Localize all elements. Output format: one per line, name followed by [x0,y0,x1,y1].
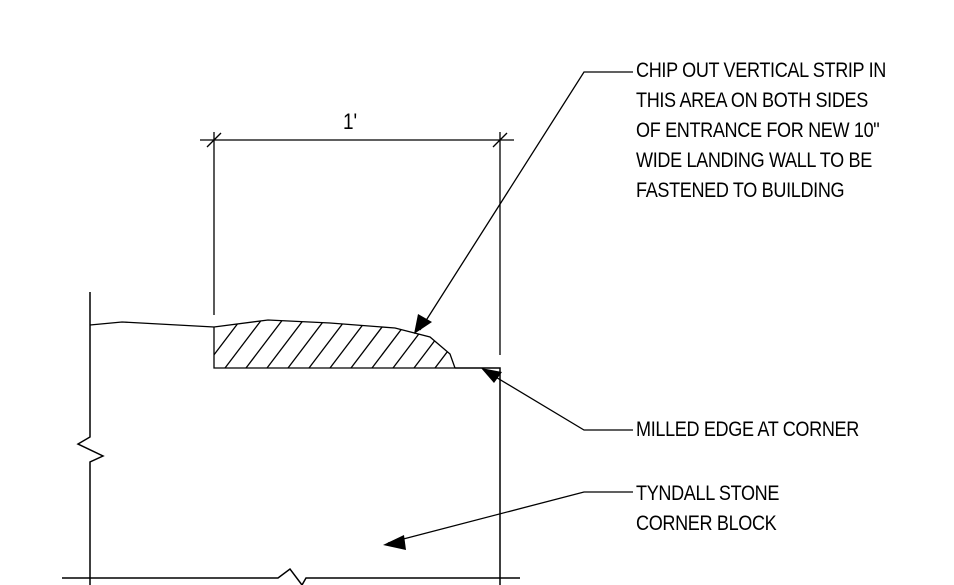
tyndall-arrowhead [383,535,406,550]
tyndall-note-line: CORNER BLOCK [636,512,777,535]
stone-top-edge [89,319,456,369]
milled-edge-note: MILLED EDGE AT CORNER [636,415,859,445]
corner-block-outline [455,367,501,585]
chip-out-hatch-outline [213,327,455,369]
chip-out-note-line: OF ENTRANCE FOR NEW 10" [636,119,880,142]
tyndall-stone-note: TYNDALL STONE CORNER BLOCK [636,479,779,539]
milled-edge-note-line: MILLED EDGE AT CORNER [636,418,859,441]
bottom-break-line [62,567,520,585]
chip-out-note-line: FASTENED TO BUILDING [636,179,845,202]
milled-edge-leader [483,369,633,431]
chip-out-note: CHIP OUT VERTICAL STRIP IN THIS AREA ON … [636,56,886,206]
left-wall-line [76,292,105,585]
dimension-label: 1' [343,109,358,134]
tyndall-leader [387,491,633,544]
tyndall-note-line: TYNDALL STONE [636,482,780,505]
milled-edge-arrowhead [481,368,502,383]
dimension-1ft [200,132,514,355]
chip-out-leader [419,71,633,331]
chip-out-arrowhead [414,314,432,334]
chip-out-note-line: THIS AREA ON BOTH SIDES [636,89,868,112]
chip-out-note-line: WIDE LANDING WALL TO BE [636,149,872,172]
chip-out-hatch [214,320,455,368]
chip-out-note-line: CHIP OUT VERTICAL STRIP IN [636,59,886,82]
